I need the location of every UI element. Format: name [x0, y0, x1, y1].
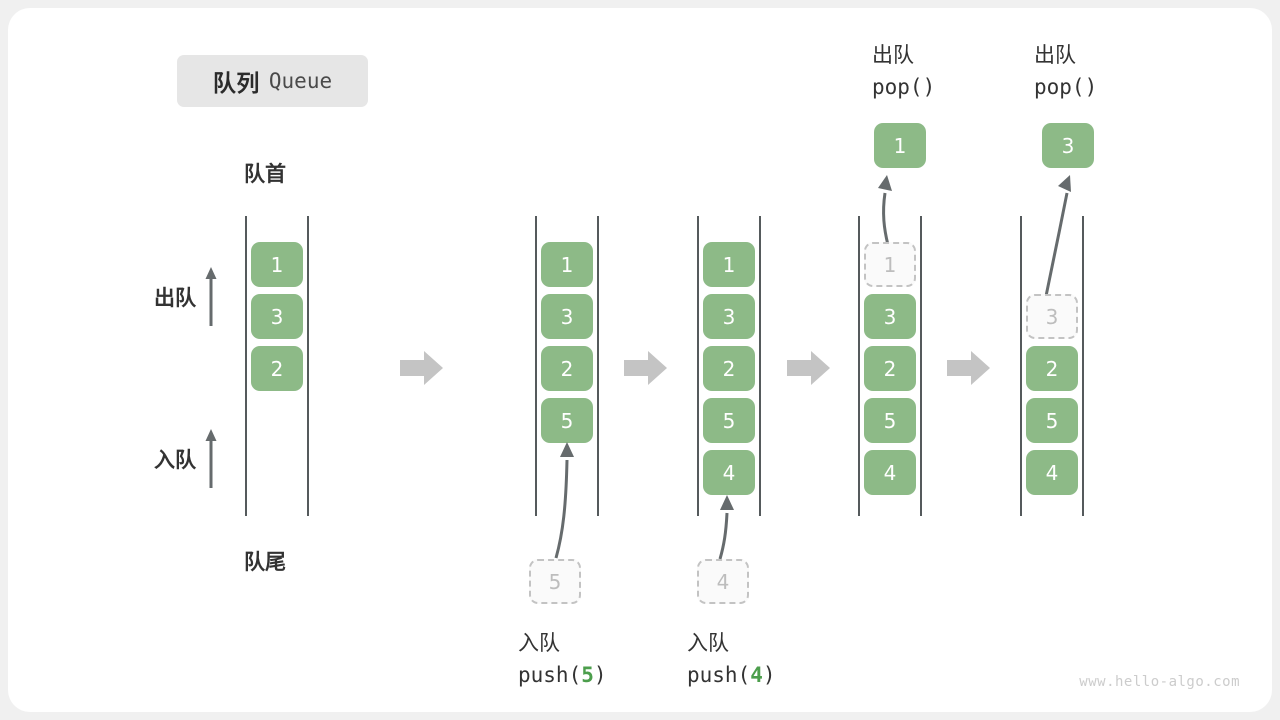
queue-cell: 1	[251, 242, 303, 287]
caption-push-5: 入队 push(5)	[518, 628, 607, 691]
pending-element-5: 5	[529, 559, 581, 611]
queue-cell: 5	[541, 398, 593, 443]
caption-push-4: 入队 push(4)	[687, 628, 776, 691]
rail-right	[759, 216, 761, 516]
dequeue-up-arrow-icon	[205, 267, 217, 326]
caption-cn: 入队	[687, 632, 729, 655]
rail-right	[1082, 216, 1084, 516]
cell-stack: 1 3 2 5	[541, 242, 593, 450]
rail-right	[920, 216, 922, 516]
dequeue-text: 出队	[154, 287, 196, 310]
cell-stack: 3 2 5 4	[1026, 242, 1078, 502]
cell-stack: 1 3 2 5 4	[703, 242, 755, 502]
step-arrow-icon	[624, 351, 667, 385]
rail-left	[245, 216, 247, 516]
rail-left	[858, 216, 860, 516]
caption-cn: 入队	[518, 632, 560, 655]
cell-stack: 1 3 2 5 4	[864, 242, 916, 502]
queue-cell: 2	[864, 346, 916, 391]
caption-close: )	[593, 662, 607, 687]
dequeue-direction-label: 出队	[154, 266, 218, 328]
caption-code: push(5)	[518, 660, 607, 692]
caption-code: push(4)	[687, 660, 776, 692]
queue-cell: 5	[864, 398, 916, 443]
enqueue-direction-label: 入队	[154, 428, 218, 490]
pending-cell: 5	[529, 559, 581, 604]
queue-cell-removed: 1	[864, 242, 916, 287]
queue-cell: 3	[703, 294, 755, 339]
caption-cn: 出队	[872, 44, 914, 67]
cell-stack: 1 3 2	[251, 242, 303, 398]
caption-pop-3: 出队 pop()	[1034, 40, 1097, 103]
caption-fn: pop(	[1034, 74, 1085, 99]
step-arrow-icon	[400, 351, 443, 385]
caption-fn: push(	[687, 662, 751, 687]
title-cn: 队列	[212, 70, 260, 96]
rail-left	[697, 216, 699, 516]
popped-element-3: 3	[1042, 123, 1094, 175]
popped-element-1: 1	[874, 123, 926, 175]
caption-close: )	[1084, 74, 1098, 99]
rail-left	[535, 216, 537, 516]
queue-cell: 4	[703, 450, 755, 495]
queue-cell: 5	[1026, 398, 1078, 443]
queue-rear-label: 队尾	[244, 551, 286, 574]
watermark: www.hello-algo.com	[1079, 674, 1240, 690]
queue-cell: 2	[541, 346, 593, 391]
caption-code: pop()	[872, 72, 935, 104]
caption-close: )	[922, 74, 936, 99]
queue-cell: 2	[703, 346, 755, 391]
queue-cell: 2	[1026, 346, 1078, 391]
push-5-motion-arrow-icon	[554, 442, 574, 559]
caption-code: pop()	[1034, 72, 1097, 104]
queue-cell: 1	[703, 242, 755, 287]
queue-cell: 4	[864, 450, 916, 495]
enqueue-text: 入队	[154, 449, 196, 472]
caption-close: )	[762, 662, 776, 687]
queue-cell-vacant	[1026, 242, 1078, 287]
pending-cell: 4	[697, 559, 749, 604]
queue-cell: 5	[703, 398, 755, 443]
pop-1-motion-arrow-icon	[878, 175, 892, 246]
title-badge: 队列 Queue	[177, 55, 368, 107]
queue-cell: 4	[1026, 450, 1078, 495]
caption-fn: pop(	[872, 74, 923, 99]
queue-cell: 2	[251, 346, 303, 391]
caption-arg: 4	[750, 662, 763, 687]
pending-element-4: 4	[697, 559, 749, 611]
queue-cell: 3	[541, 294, 593, 339]
rail-right	[307, 216, 309, 516]
step-arrow-icon	[947, 351, 990, 385]
queue-cell: 3	[251, 294, 303, 339]
rail-right	[597, 216, 599, 516]
queue-cell-removed: 3	[1026, 294, 1078, 339]
title-en: Queue	[268, 69, 333, 93]
queue-cell: 3	[864, 294, 916, 339]
caption-pop-1: 出队 pop()	[872, 40, 935, 103]
queue-cell: 1	[541, 242, 593, 287]
popped-cell: 1	[874, 123, 926, 168]
queue-front-label: 队首	[244, 163, 286, 186]
caption-fn: push(	[518, 662, 582, 687]
enqueue-up-arrow-icon	[205, 429, 217, 488]
caption-arg: 5	[581, 662, 594, 687]
diagram-card: 队列 Queue 队首 队尾 出队 入队 1 3 2	[8, 8, 1272, 712]
step-arrow-icon	[787, 351, 830, 385]
popped-cell: 3	[1042, 123, 1094, 168]
rail-left	[1020, 216, 1022, 516]
caption-cn: 出队	[1034, 44, 1076, 67]
